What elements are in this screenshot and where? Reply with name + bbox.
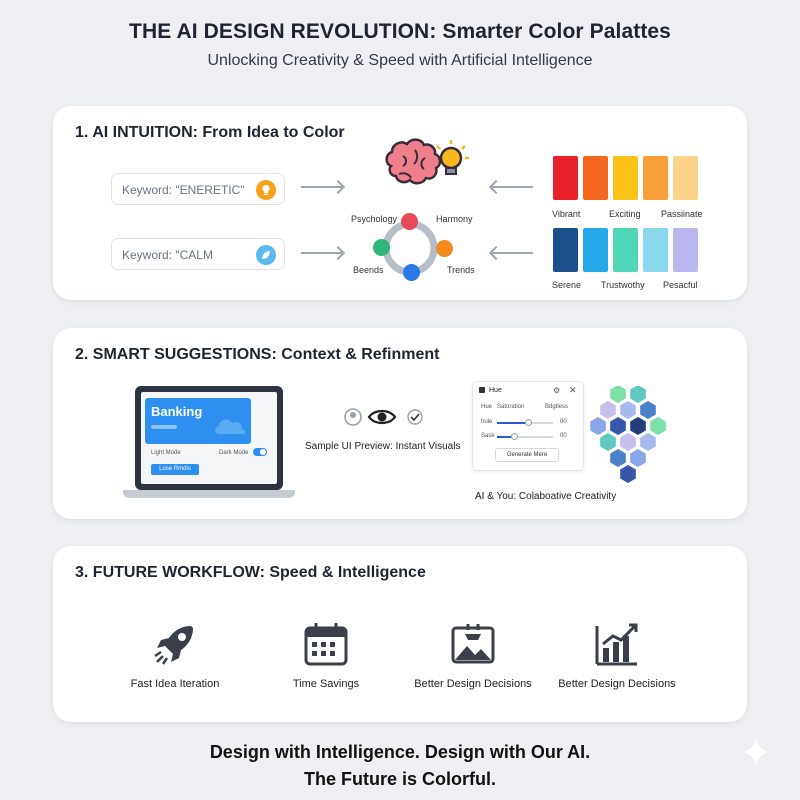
- arrow-left-icon: [491, 186, 533, 188]
- arrow-right-icon: [301, 186, 343, 188]
- page-subtitle: Unlocking Creativity & Speed with Artifi…: [207, 52, 593, 69]
- feature-label: Better Design Decisions: [558, 678, 676, 690]
- hex-swatch[interactable]: [610, 449, 626, 467]
- palette-label: Trustwothy: [601, 280, 645, 290]
- collab-caption: AI & You: Colaboative Creativity: [475, 491, 617, 502]
- beends-node-icon: [373, 239, 390, 256]
- saturation-slider[interactable]: [497, 433, 553, 440]
- keyword-input-energetic[interactable]: Keyword: "ENERETIC": [111, 173, 285, 205]
- hex-swatch[interactable]: [590, 417, 606, 435]
- generate-more-button[interactable]: Generate Mere: [495, 448, 559, 462]
- color-swatch[interactable]: [643, 156, 668, 200]
- hex-swatch[interactable]: [610, 417, 626, 435]
- lightbulb-icon: [256, 180, 276, 200]
- leaf-icon: [256, 245, 276, 265]
- preview-icons: [344, 408, 423, 426]
- banking-header: Banking: [145, 398, 251, 444]
- harmony-node-icon: [436, 240, 453, 257]
- palette-label: Exciting: [609, 209, 641, 219]
- slider-value: 00: [560, 433, 567, 439]
- laptop-preview: Banking Light Mode Dark Mode Luse Rmdis: [135, 386, 283, 490]
- hex-swatch[interactable]: [640, 401, 656, 419]
- hex-swatch[interactable]: [630, 449, 646, 467]
- footer-line-2: The Future is Colorful.: [304, 769, 496, 789]
- rocket-icon: [154, 626, 193, 665]
- panel-header: Satoration: [497, 404, 525, 410]
- hex-swatch[interactable]: [650, 417, 666, 435]
- hex-swatch[interactable]: [640, 433, 656, 451]
- laptop-base: [123, 490, 295, 498]
- color-swatch[interactable]: [613, 156, 638, 200]
- palette-label: Vibrant: [552, 209, 581, 219]
- footer-line-1: Design with Intelligence. Design with Ou…: [209, 742, 591, 762]
- trends-node-icon: [403, 264, 420, 281]
- color-swatch[interactable]: [583, 156, 608, 200]
- color-swatch[interactable]: [553, 156, 578, 200]
- palette-label: Passiinate: [661, 209, 703, 219]
- psychology-node-icon: [401, 213, 418, 230]
- color-swatch[interactable]: [583, 228, 608, 272]
- color-swatch[interactable]: [643, 228, 668, 272]
- preview-caption: Sample UI Preview: Instant Visuals: [305, 441, 461, 452]
- hex-swatch[interactable]: [630, 386, 646, 403]
- slider-label: hule: [481, 419, 493, 425]
- hex-swatch[interactable]: [600, 401, 616, 419]
- color-swatch[interactable]: [553, 228, 578, 272]
- section-title: 1. AI INTUITION: From Idea to Color: [75, 124, 345, 141]
- dark-mode-label: Dark Mode: [219, 450, 249, 456]
- wheel-label-trends: Trends: [447, 265, 475, 275]
- section-future-workflow: 3. FUTURE WORKFLOW: Speed & Intelligence…: [53, 546, 747, 722]
- keyword-text: Keyword: "ENERETIC": [122, 183, 245, 197]
- hex-swatch[interactable]: [620, 401, 636, 419]
- feature-label: Fast Idea Iteration: [130, 678, 220, 690]
- slider-value: 00: [560, 419, 567, 425]
- bar-chart-icon: [595, 623, 638, 666]
- wheel-label-harmony: Harmony: [436, 214, 473, 224]
- color-swatch[interactable]: [673, 228, 698, 272]
- section-title: 2. SMART SUGGESTIONS: Context & Refinmen…: [75, 346, 440, 363]
- image-check-icon: [451, 624, 495, 664]
- hex-swatch[interactable]: [600, 433, 616, 451]
- color-swatch[interactable]: [673, 156, 698, 200]
- sparkle-icon: [742, 738, 770, 766]
- hue-adjust-panel: Hue ⚙ ✕ Hue Satoration Bdgtless hule 00 …: [472, 381, 584, 471]
- keyword-text: Keyword: "CALM: [122, 248, 213, 262]
- wheel-label-psychology: Psychology: [351, 214, 398, 224]
- panel-title: Hue: [489, 387, 502, 394]
- dark-mode-toggle[interactable]: [253, 448, 267, 456]
- calendar-icon: [304, 623, 348, 666]
- panel-header: Hue: [481, 404, 493, 410]
- color-swatch[interactable]: [613, 228, 638, 272]
- hex-swatch[interactable]: [610, 386, 626, 403]
- arrow-right-icon: [301, 252, 343, 254]
- banking-title: Banking: [151, 404, 203, 419]
- page-title: THE AI DESIGN REVOLUTION: Smarter Color …: [129, 20, 671, 43]
- close-icon[interactable]: ✕: [569, 385, 577, 395]
- palette-label: Pesacful: [663, 280, 698, 290]
- hex-swatch[interactable]: [620, 433, 636, 451]
- slider-label: Sask: [481, 433, 495, 439]
- primary-button[interactable]: Luse Rmdis: [151, 464, 199, 475]
- light-mode-label: Light Mode: [151, 450, 181, 456]
- section-ai-intuition: 1. AI INTUITION: From Idea to Color Keyw…: [53, 106, 747, 300]
- keyword-input-calm[interactable]: Keyword: "CALM: [111, 238, 285, 270]
- hex-palette: [590, 386, 666, 483]
- hex-swatch[interactable]: [620, 465, 636, 483]
- arrow-left-icon: [491, 252, 533, 254]
- brain-icon: [385, 138, 469, 185]
- hex-swatch[interactable]: [630, 417, 646, 435]
- palette-label: Serene: [552, 280, 582, 290]
- wheel-label-beends: Beends: [353, 265, 384, 275]
- panel-icon: [479, 387, 485, 393]
- feature-label: Time Savings: [292, 678, 360, 690]
- section-title: 3. FUTURE WORKFLOW: Speed & Intelligence: [75, 564, 426, 581]
- settings-icon[interactable]: ⚙: [553, 386, 561, 395]
- panel-header: Bdgtless: [545, 404, 569, 410]
- hue-slider[interactable]: [497, 419, 553, 426]
- cloud-icon: [215, 419, 246, 435]
- section-smart-suggestions: 2. SMART SUGGESTIONS: Context & Refinmen…: [53, 328, 747, 519]
- feature-label: Better Design Decisions: [414, 678, 532, 690]
